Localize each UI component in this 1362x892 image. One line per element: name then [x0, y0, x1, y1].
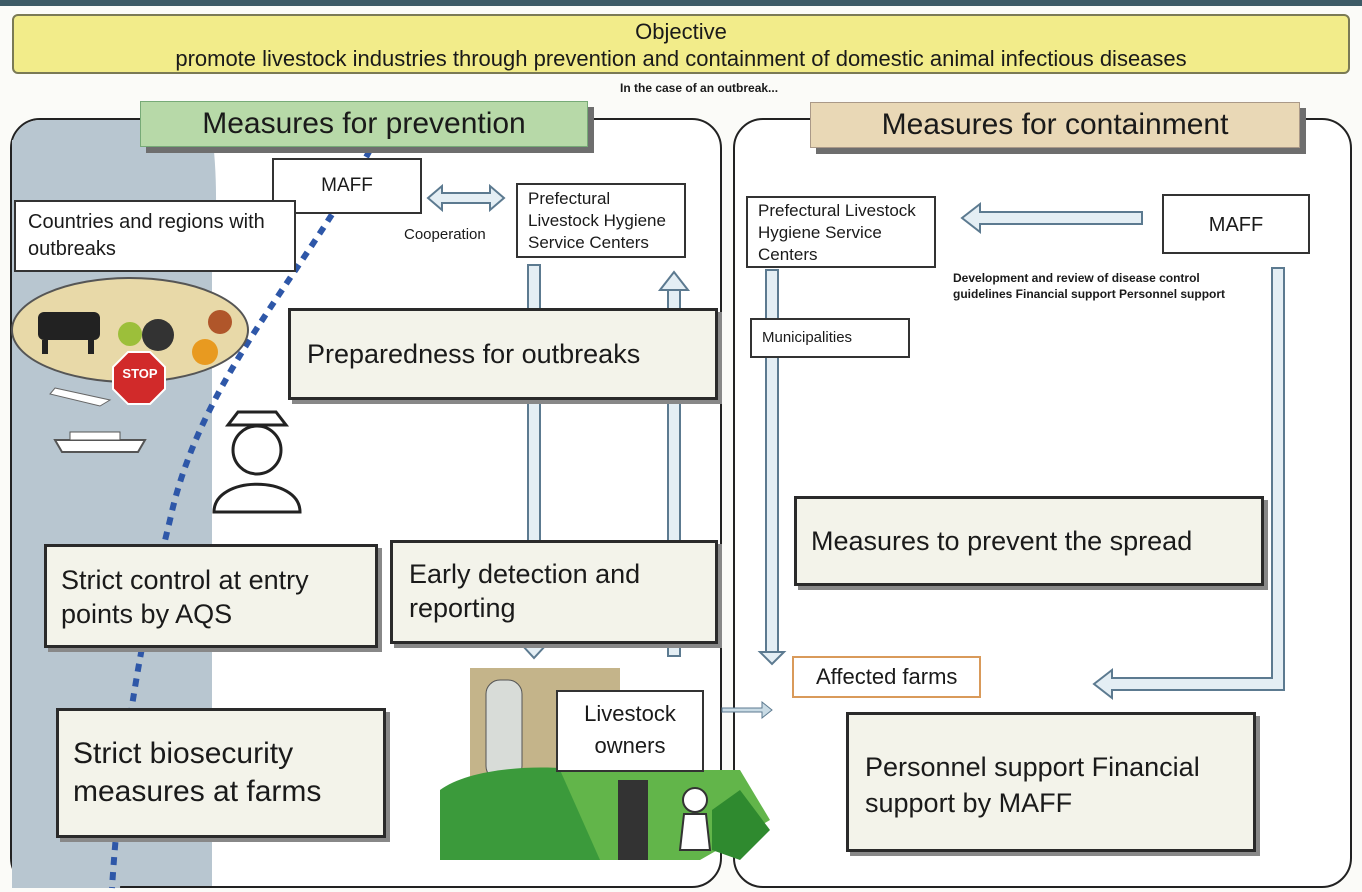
maff-role-note: Development and review of disease contro… [953, 271, 1226, 301]
objective-title: Objective [635, 19, 727, 44]
outbreak-illustration [11, 277, 249, 453]
ship-icon [53, 439, 147, 453]
maff-to-prefectural-arrow [960, 201, 1143, 235]
cooperation-arrow [426, 183, 506, 213]
strict-control-box: Strict control at entry points by AQS [44, 544, 378, 648]
border-dotted-line [109, 148, 373, 889]
prefectural-down-arrow-right [757, 269, 787, 666]
quarantine-officer-icon [212, 410, 302, 514]
municipalities-box: Municipalities [750, 318, 910, 358]
countries-box: Countries and regions with outbreaks [14, 200, 296, 272]
containment-header: Measures for containment [810, 102, 1300, 148]
virus-icon-2 [192, 339, 218, 365]
case-note: In the case of an outbreak... [620, 81, 779, 95]
cross-panel-arrow [721, 700, 773, 720]
pig-icon [142, 319, 174, 351]
chicken-icon [208, 310, 232, 334]
cow-icon [38, 312, 100, 340]
farm-illustration [440, 668, 770, 860]
objective-text: promote livestock industries through pre… [175, 46, 1187, 71]
prevention-header: Measures for prevention [140, 101, 588, 147]
cooperation-label: Cooperation [404, 226, 486, 243]
maff-box-prevention: MAFF [272, 158, 422, 214]
biosecurity-box: Strict biosecurity measures at farms [56, 708, 386, 838]
prefectural-box-prevention: Prefectural Livestock Hygiene Service Ce… [516, 183, 686, 258]
affected-farms-label: Affected farms [792, 656, 982, 698]
virus-icon [118, 322, 142, 346]
objective-banner: Objective promote livestock industries t… [12, 14, 1350, 74]
farmer-icon [682, 787, 708, 813]
prefectural-box-containment: Prefectural Livestock Hygiene Service Ce… [746, 196, 936, 268]
support-box: Personnel support Financial support by M… [846, 712, 1256, 852]
top-rule [0, 0, 1362, 6]
maff-to-farms-arrow [1092, 267, 1285, 701]
prevent-spread-box: Measures to prevent the spread [794, 496, 1264, 586]
stop-sign-label: STOP [122, 366, 158, 381]
preparedness-box: Preparedness for outbreaks [288, 308, 718, 400]
stop-sign-icon [112, 351, 166, 405]
livestock-owners-box: Livestock owners [556, 690, 704, 772]
airplane-icon [49, 387, 112, 407]
maff-box-containment: MAFF [1162, 194, 1310, 254]
early-detection-box: Early detection and reporting [390, 540, 718, 644]
